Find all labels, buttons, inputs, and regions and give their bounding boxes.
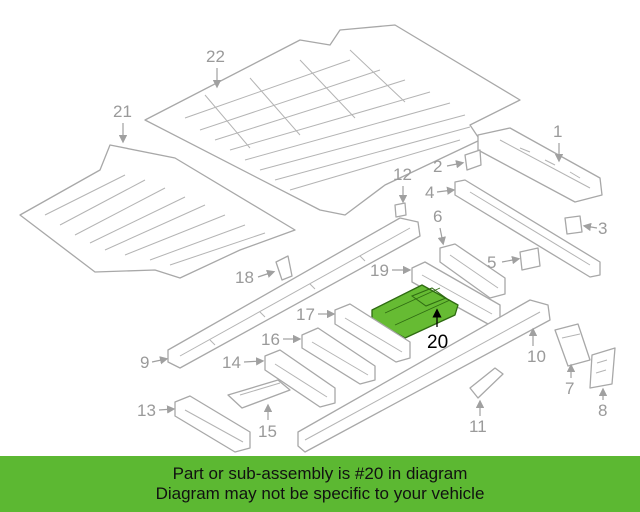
callout-7: 7	[565, 363, 576, 398]
svg-text:21: 21	[113, 102, 132, 121]
svg-text:20: 20	[427, 332, 448, 353]
svg-text:14: 14	[222, 353, 241, 372]
callout-22: 22	[206, 47, 225, 89]
callout-6: 6	[433, 207, 446, 246]
part-12-bracket[interactable]	[394, 202, 407, 218]
part-18-clip[interactable]	[275, 255, 293, 281]
svg-text:2: 2	[433, 157, 442, 176]
part-5-bracket[interactable]	[519, 247, 541, 271]
callout-18: 18	[235, 268, 276, 287]
callout-8: 8	[598, 387, 607, 420]
part-21-front-floor-pan[interactable]	[19, 144, 296, 279]
svg-text:1: 1	[553, 122, 562, 141]
svg-text:10: 10	[527, 347, 546, 366]
part-4-side-rail[interactable]	[454, 179, 601, 278]
exploded-parts-diagram: 22 21 1 2 4 3	[19, 24, 616, 453]
callout-21: 21	[113, 102, 132, 144]
svg-text:17: 17	[296, 305, 315, 324]
svg-text:22: 22	[206, 47, 225, 66]
svg-text:18: 18	[235, 268, 254, 287]
part-7-bracket[interactable]	[554, 323, 591, 367]
part-11-bracket[interactable]	[469, 367, 504, 399]
svg-text:3: 3	[598, 219, 607, 238]
part-13-crossmember[interactable]	[174, 395, 251, 453]
callout-11: 11	[469, 399, 487, 436]
svg-text:15: 15	[258, 422, 277, 441]
callout-3: 3	[582, 219, 607, 238]
callout-5: 5	[487, 253, 521, 272]
svg-text:19: 19	[370, 261, 389, 280]
callout-20: 20	[427, 308, 448, 353]
part-8-plate[interactable]	[589, 347, 616, 389]
svg-text:12: 12	[393, 165, 412, 184]
svg-text:7: 7	[565, 379, 574, 398]
part-15-bracket[interactable]	[227, 379, 291, 409]
banner-disclaimer-line: Diagram may not be specific to your vehi…	[155, 484, 485, 503]
callout-15: 15	[258, 403, 277, 441]
svg-text:16: 16	[261, 330, 280, 349]
svg-text:11: 11	[469, 417, 487, 436]
part-22-rear-floor-pan[interactable]	[144, 24, 521, 216]
callout-13: 13	[137, 401, 176, 420]
banner-part-line: Part or sub-assembly is #20 in diagram	[172, 464, 468, 483]
callout-4: 4	[425, 183, 456, 202]
callout-19: 19	[370, 261, 412, 280]
svg-text:8: 8	[598, 401, 607, 420]
svg-text:9: 9	[140, 353, 149, 372]
callout-2: 2	[433, 157, 465, 176]
part-2-bracket[interactable]	[464, 149, 482, 171]
svg-text:13: 13	[137, 401, 156, 420]
part-1-rear-crossmember[interactable]	[477, 127, 603, 203]
info-banner: Part or sub-assembly is #20 in diagram D…	[0, 456, 640, 512]
callout-16: 16	[261, 330, 302, 349]
svg-text:5: 5	[487, 253, 496, 272]
part-9-left-rail[interactable]	[167, 217, 421, 369]
callout-1: 1	[553, 122, 564, 163]
part-16-crossmember[interactable]	[301, 327, 376, 385]
svg-text:6: 6	[433, 207, 442, 226]
part-10-right-rail[interactable]	[297, 299, 551, 453]
part-17-crossmember[interactable]	[334, 303, 411, 363]
svg-text:4: 4	[425, 183, 434, 202]
part-14-crossmember[interactable]	[264, 349, 336, 408]
callout-9: 9	[140, 353, 169, 372]
callout-10: 10	[527, 327, 546, 366]
part-6-crossmember[interactable]	[439, 243, 506, 299]
part-3-plate[interactable]	[564, 215, 583, 235]
callout-12: 12	[393, 165, 412, 204]
callout-14: 14	[222, 353, 265, 372]
callout-17: 17	[296, 305, 336, 324]
